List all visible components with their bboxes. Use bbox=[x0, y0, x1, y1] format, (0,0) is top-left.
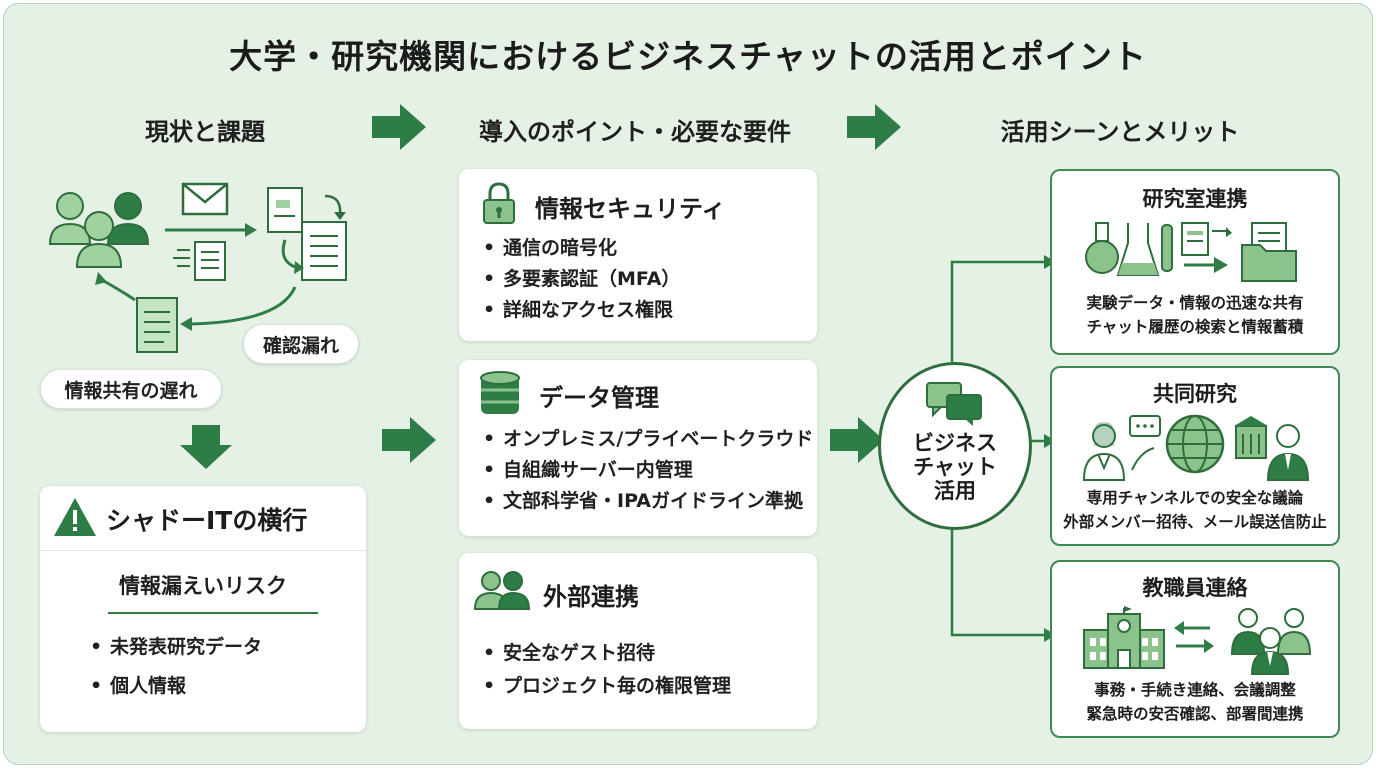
benefit-title: 研究室連携 bbox=[1142, 187, 1248, 211]
requirement-card-data: データ管理 •オンプレミス/プライベートクラウド •自組織サーバー内管理 •文部… bbox=[459, 360, 817, 536]
warning-icon bbox=[54, 498, 96, 536]
flow-arrow-icon bbox=[372, 104, 426, 150]
envelope-icon bbox=[181, 182, 229, 216]
info-sharing-delay-label: 情報共有の遅れ bbox=[40, 369, 222, 409]
school-building-icon bbox=[1083, 606, 1165, 669]
staff-contact-illustration bbox=[1083, 606, 1312, 675]
list-item: •通信の暗号化 bbox=[483, 237, 618, 259]
benefit-card-staff-contact: 教職員連絡 事務・手 bbox=[1050, 560, 1340, 738]
benefit-card-joint-research: 共同研究 bbox=[1050, 366, 1340, 546]
benefit-description: 実験データ・情報の迅速な共有 bbox=[1086, 294, 1304, 312]
page-title: 大学・研究機関におけるビジネスチャットの活用とポイント bbox=[229, 37, 1147, 76]
flow-arrow-icon bbox=[847, 104, 901, 150]
requirement-card-security: 情報セキュリティ •通信の暗号化 •多要素認証（MFA） •詳細なアクセス権限 bbox=[459, 169, 817, 341]
flow-arrow-icon bbox=[830, 417, 884, 463]
building-icon bbox=[1234, 416, 1268, 459]
list-item: •安全なゲスト招待 bbox=[483, 642, 656, 664]
staff-group-icon bbox=[1230, 608, 1312, 675]
benefit-card-lab: 研究室連携 実験データ・情報の迅速な共有 チャット履歴の検索と情報蓄積 bbox=[1050, 169, 1340, 355]
hub-label-line: チャット bbox=[913, 455, 997, 479]
benefit-description: チャット履歴の検索と情報蓄積 bbox=[1086, 318, 1304, 336]
benefit-description: 専用チャンネルでの安全な議論 bbox=[1086, 489, 1304, 507]
users-icon bbox=[473, 571, 531, 610]
folder-icon bbox=[1241, 222, 1297, 282]
requirement-card-external: 外部連携 •安全なゲスト招待 •プロジェクト毎の権限管理 bbox=[459, 553, 817, 729]
business-chat-hub: ビジネス チャット 活用 bbox=[878, 362, 1032, 530]
hub-label-line: 活用 bbox=[934, 479, 976, 503]
list-item: •詳細なアクセス権限 bbox=[483, 299, 674, 321]
column-header-benefits: 活用シーンとメリット bbox=[1000, 118, 1240, 146]
list-item: •自組織サーバー内管理 bbox=[483, 459, 693, 481]
list-item: •個人情報 bbox=[90, 675, 187, 697]
lock-icon bbox=[483, 182, 515, 224]
list-item: •多要素認証（MFA） bbox=[483, 268, 681, 290]
list-item: •プロジェクト毎の権限管理 bbox=[483, 675, 732, 697]
requirement-title: 情報セキュリティ bbox=[535, 195, 726, 223]
exchange-arrows-icon bbox=[1174, 621, 1214, 653]
document-icon bbox=[136, 297, 178, 353]
lab-collaboration-illustration bbox=[1085, 222, 1297, 282]
people-group-icon bbox=[48, 192, 150, 268]
information-flow-illustration bbox=[48, 182, 347, 353]
list-item: •オンプレミス/プライベートクラウド bbox=[483, 428, 814, 450]
leak-risk-title: 情報漏えいリスク bbox=[119, 574, 287, 598]
benefit-description: 緊急時の安否確認、部署間連携 bbox=[1086, 705, 1304, 723]
missed-confirmation-label: 確認漏れ bbox=[243, 324, 359, 364]
researcher-icon bbox=[1082, 422, 1126, 481]
down-arrow-icon bbox=[180, 425, 232, 469]
documents-stack-icon bbox=[267, 187, 347, 281]
flask-icon bbox=[1085, 222, 1173, 276]
requirement-title: 外部連携 bbox=[543, 583, 639, 611]
flow-arrow-icon bbox=[382, 417, 436, 463]
benefit-description: 外部メンバー招待、メール誤送信防止 bbox=[1063, 513, 1327, 531]
benefit-title: 共同研究 bbox=[1153, 382, 1237, 406]
document-icon bbox=[1181, 222, 1232, 273]
column-header-current: 現状と課題 bbox=[145, 118, 265, 146]
list-item: •未発表研究データ bbox=[90, 636, 263, 658]
document-icon bbox=[173, 241, 226, 281]
requirement-title: データ管理 bbox=[539, 384, 659, 412]
database-icon bbox=[480, 371, 520, 414]
benefit-description: 事務・手続き連絡、会議調整 bbox=[1094, 681, 1296, 699]
joint-research-illustration bbox=[1082, 414, 1310, 481]
shadow-it-card: シャドーITの横行 情報漏えいリスク •未発表研究データ •個人情報 bbox=[40, 486, 366, 732]
globe-icon bbox=[1165, 414, 1225, 474]
businessperson-icon bbox=[1266, 424, 1310, 481]
hub-label-line: ビジネス bbox=[913, 431, 997, 455]
column-header-requirements: 導入のポイント・必要な要件 bbox=[479, 118, 791, 146]
chat-bubbles-icon bbox=[926, 382, 982, 426]
chat-icon bbox=[1129, 415, 1161, 471]
shadow-it-title: シャドーITの横行 bbox=[106, 506, 308, 535]
list-item: •文部科学省・IPAガイドライン準拠 bbox=[483, 490, 803, 512]
benefit-title: 教職員連絡 bbox=[1142, 576, 1248, 600]
